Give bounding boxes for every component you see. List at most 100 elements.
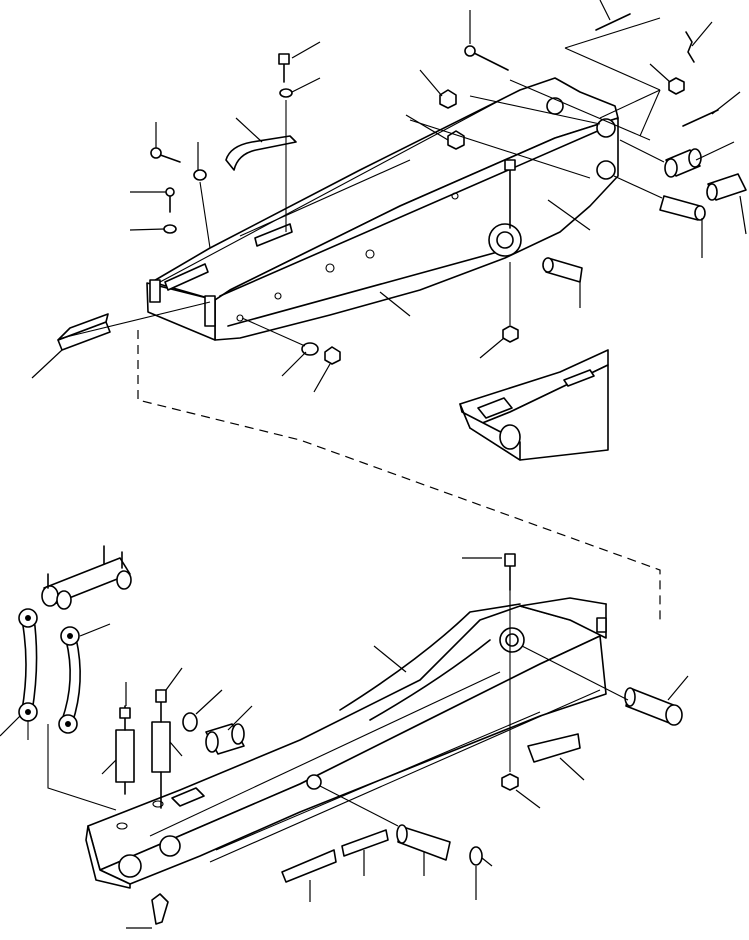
pin (624, 687, 683, 726)
callout-leader (649, 63, 671, 83)
lower-arm-gooseneck (369, 639, 491, 721)
callout-leader (711, 91, 741, 115)
mount-hole (116, 822, 128, 830)
cotter-clip (151, 893, 169, 925)
callout-leader (227, 705, 253, 731)
key-plate (281, 849, 337, 883)
assembly-line (564, 17, 661, 49)
callout-leader (419, 69, 443, 97)
assembly-line (469, 95, 601, 125)
key-plate (527, 733, 581, 763)
upper-slot-plate (254, 223, 293, 247)
upper-callout-leaders (31, 0, 747, 393)
callout-leader (291, 41, 321, 59)
upper-boom-edge-line (219, 129, 601, 297)
upper-boom-rib (159, 94, 511, 283)
callout-leader (313, 363, 331, 393)
lower-arm-side-hole (306, 774, 322, 790)
lower-arm-gooseneck (339, 603, 521, 711)
washer (279, 88, 293, 98)
bushing (664, 148, 702, 178)
assembly-line (241, 317, 306, 347)
shim (341, 829, 389, 857)
callout-leader (405, 114, 449, 141)
upper-boom-hole (365, 249, 375, 259)
assembly-line (509, 79, 651, 141)
upper-boom-edge-line (227, 249, 506, 327)
lower-arm (85, 597, 607, 889)
callout-leader (101, 759, 117, 775)
small-washer (163, 224, 177, 234)
callout-leader (79, 623, 111, 637)
upper-boom-hole (451, 192, 459, 200)
hex-nut (501, 773, 519, 791)
callout-leader (599, 0, 611, 21)
assembly-line (564, 47, 661, 91)
washer (182, 712, 198, 732)
connection-dashed-line (137, 330, 661, 620)
assembly-line (619, 139, 665, 163)
assembly-line (409, 119, 591, 179)
hex-nut (447, 130, 465, 150)
callout-leader (291, 77, 321, 93)
assembly-line (613, 175, 663, 199)
mount-hole (152, 800, 164, 808)
callout-leader (169, 741, 183, 757)
assembly-line (599, 89, 661, 119)
detail-inset (459, 349, 609, 461)
upper-boom-pivot-bore (496, 231, 514, 249)
pin (396, 824, 451, 861)
callout-leader (667, 675, 689, 701)
callout-leader (31, 349, 63, 379)
long-bolt-head (464, 45, 476, 57)
hex-nut (439, 89, 457, 109)
callout-leader (695, 141, 735, 161)
upper-boom-clip (204, 295, 216, 327)
inset-slot (477, 397, 513, 419)
lower-arm-head-lug (596, 617, 607, 633)
callout-leader (559, 757, 585, 781)
vertical-bolt-head (278, 53, 290, 65)
pivot-bolt-head (504, 159, 516, 171)
lower-arm-rib (215, 711, 541, 851)
spacer-tube (151, 689, 171, 809)
strap-bracket (225, 135, 297, 171)
callout-leader (547, 199, 591, 231)
screw (595, 13, 631, 31)
lower-arm-pivot-bore (505, 633, 519, 647)
callout-leader (373, 645, 407, 673)
small-bolt-head (165, 187, 175, 197)
link-pin-assembly (41, 545, 132, 610)
callout-leader (235, 117, 263, 143)
assembly-line (199, 181, 211, 249)
lower-arm-rib (209, 689, 601, 863)
pin (659, 195, 706, 221)
assembly-line (521, 645, 629, 701)
upper-loose-parts (57, 13, 747, 365)
callout-leader (739, 195, 747, 235)
long-bolt (471, 51, 509, 71)
lower-loose-parts (18, 545, 683, 925)
spacer-tube (115, 705, 135, 795)
upper-slot-plate (164, 263, 209, 291)
assembly-line (319, 785, 399, 827)
callout-leader (195, 689, 223, 715)
callout-leader (481, 857, 493, 867)
callout-leader (281, 351, 307, 377)
spring-clip (685, 31, 695, 63)
upper-boom-hole (274, 292, 282, 300)
washer (469, 846, 483, 866)
side-washer (193, 169, 207, 181)
upper-boom-top-boss (546, 97, 564, 115)
upper-boom-hole (325, 263, 335, 273)
upper-boom-front-plate (146, 282, 216, 341)
callout-leader (691, 21, 713, 47)
link-bar (18, 608, 38, 722)
callout-leader (165, 667, 183, 691)
callout-leader (379, 291, 411, 317)
pin (706, 173, 747, 201)
lower-callout-leaders (0, 557, 689, 929)
upper-boom (146, 77, 619, 341)
